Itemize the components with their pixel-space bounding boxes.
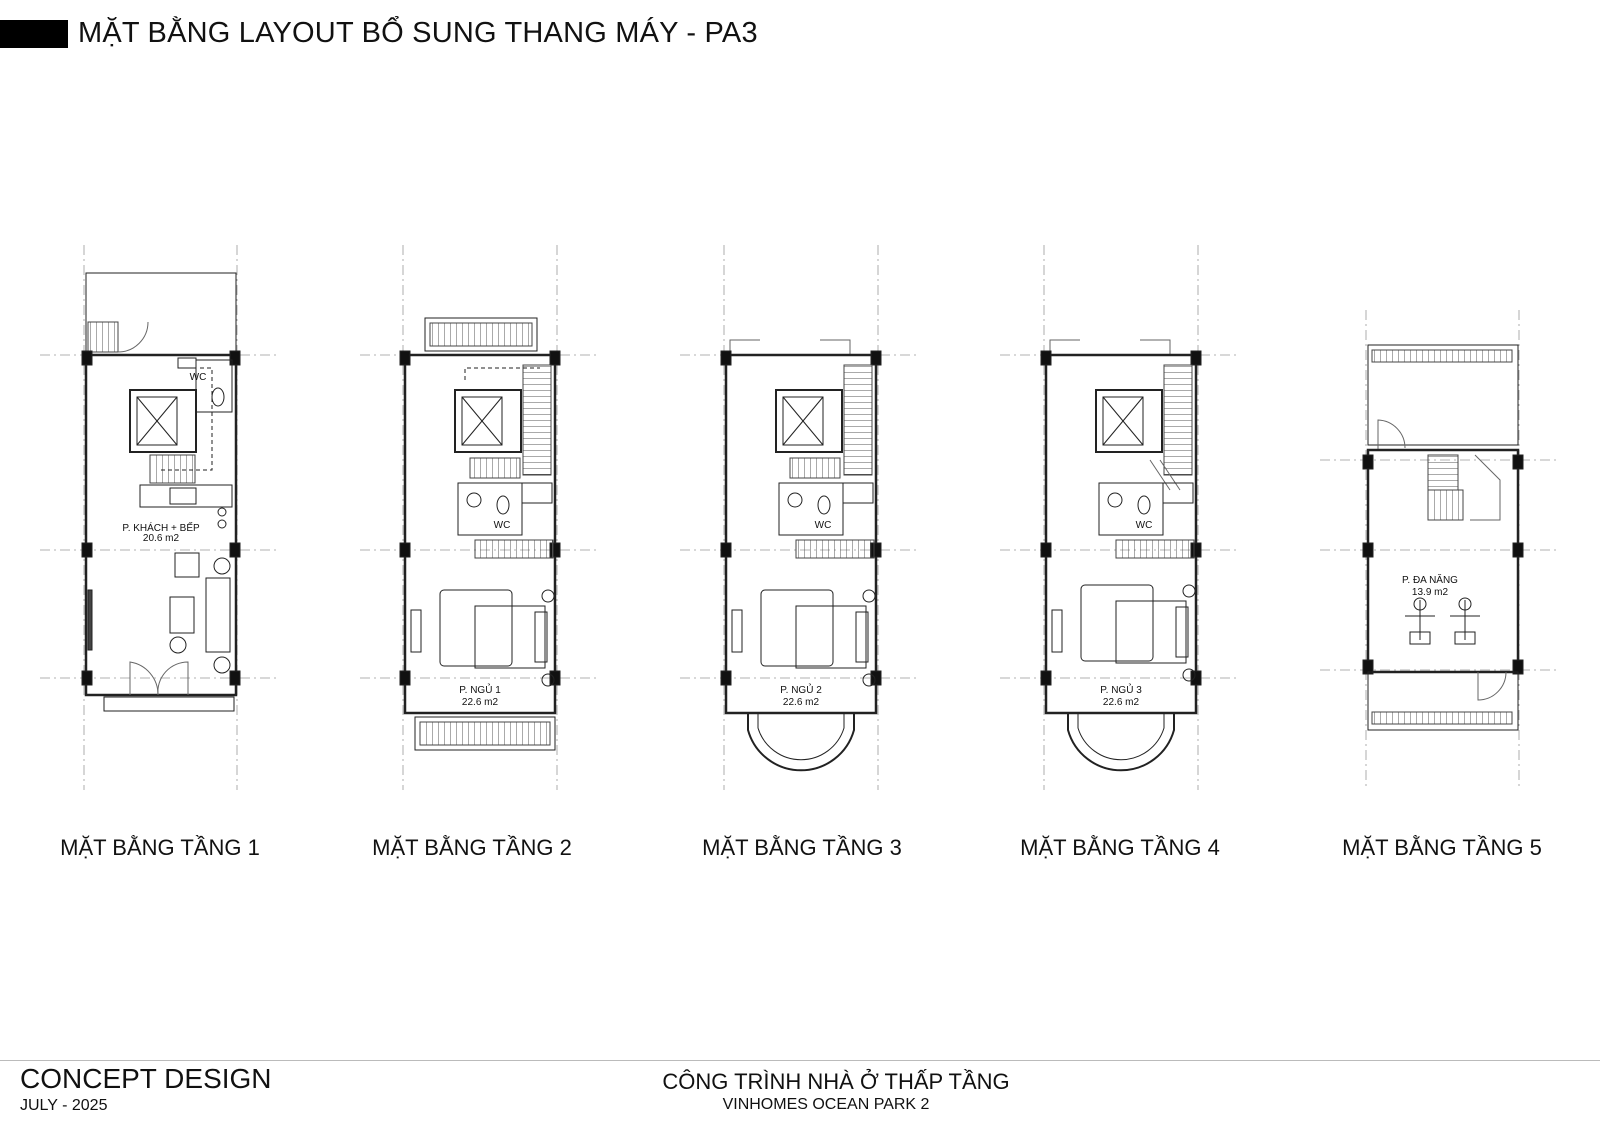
plan-floor-5 [1320,310,1560,790]
room-name-floor-4: P. NGỦ 3 [1100,683,1142,696]
wc-label-floor-2: WC [494,520,511,531]
title-block-divider [0,1060,1600,1061]
room-area-floor-1: 20.6 m2 [143,533,180,544]
floor-label-2: MẶT BẰNG TẦNG 2 [372,835,572,860]
title-marker [0,20,68,48]
project-name: CÔNG TRÌNH NHÀ Ở THẤP TẦNG [662,1069,1010,1094]
plan-floor-3 [680,245,920,790]
wc-label-floor-1: WC [190,372,207,383]
room-area-floor-5: 13.9 m2 [1412,587,1449,598]
room-name-floor-3: P. NGỦ 2 [780,683,822,696]
wc-label-floor-4: WC [1136,520,1153,531]
room-area-floor-2: 22.6 m2 [462,697,499,708]
sheet-title: MẶT BẰNG LAYOUT BỔ SUNG THANG MÁY - PA3 [78,17,758,49]
floor-label-3: MẶT BẰNG TẦNG 3 [702,835,902,860]
project-phase: CONCEPT DESIGN [20,1063,272,1094]
plan-floor-2 [360,245,600,790]
room-area-floor-4: 22.6 m2 [1103,697,1140,708]
room-name-floor-1: P. KHÁCH + BẾP [122,521,200,534]
floor-label-5: MẶT BẰNG TẦNG 5 [1342,835,1542,860]
plan-floor-4 [1000,245,1240,790]
floor-label-1: MẶT BẰNG TẦNG 1 [60,835,260,860]
project-location: VINHOMES OCEAN PARK 2 [722,1096,930,1113]
room-area-floor-3: 22.6 m2 [783,697,820,708]
room-name-floor-5: P. ĐA NĂNG [1402,573,1458,586]
project-date: JULY - 2025 [20,1097,108,1114]
wc-label-floor-3: WC [815,520,832,531]
plan-floor-1 [40,245,280,790]
room-name-floor-2: P. NGỦ 1 [459,683,501,696]
floor-label-4: MẶT BẰNG TẦNG 4 [1020,835,1220,860]
